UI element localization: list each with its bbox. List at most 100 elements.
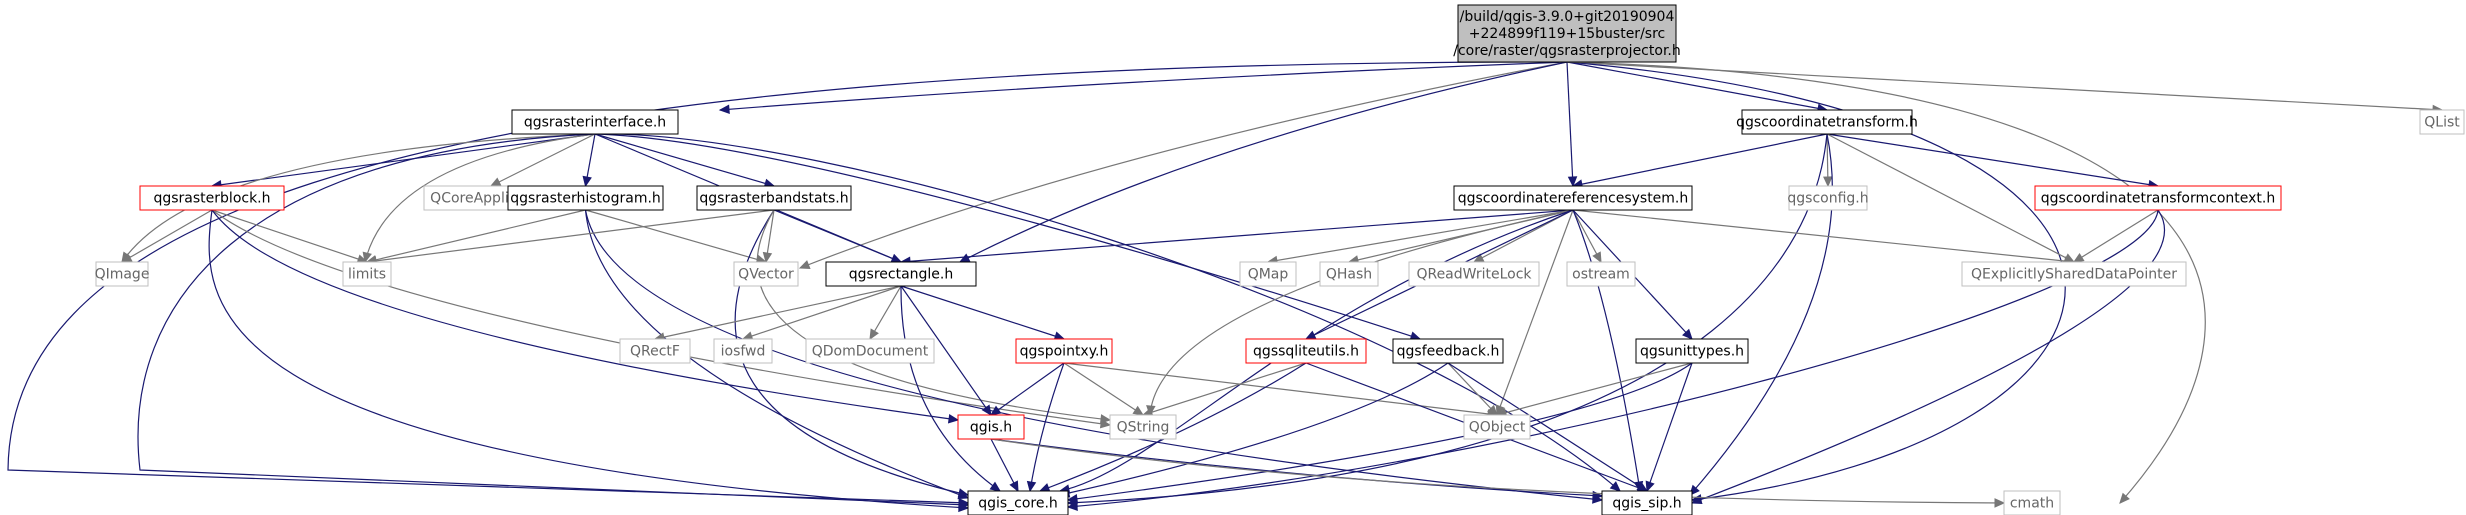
node-rasterband[interactable]: qgsrasterbandstats.h xyxy=(696,185,852,211)
node-qlist[interactable]: QList xyxy=(2419,109,2465,135)
node-qdomdoc[interactable]: QDomDocument xyxy=(805,338,935,364)
node-label: QRectF xyxy=(630,344,680,360)
edge-coordtransform-to-crs xyxy=(1572,133,1828,187)
node-box xyxy=(1408,261,1540,287)
edge-arrowhead xyxy=(2072,252,2085,263)
node-box xyxy=(2419,109,2465,135)
edge-crs-to-qshared xyxy=(1572,209,2075,263)
node-coordtransform[interactable]: qgscoordinatetransform.h xyxy=(1736,109,1918,135)
node-box xyxy=(1109,414,1177,440)
node-ctcontext[interactable]: qgscoordinatetransformcontext.h xyxy=(2034,185,2282,211)
node-label: qgscoordinatetransform.h xyxy=(1736,115,1918,131)
node-rect[interactable]: qgsrectangle.h xyxy=(825,261,977,287)
node-limits[interactable]: limits xyxy=(342,261,392,287)
node-box xyxy=(1601,490,1693,515)
node-box xyxy=(1961,261,2187,287)
node-qgiscore[interactable]: qgis_core.h xyxy=(967,490,1069,515)
node-rasterblock[interactable]: qgsrasterblock.h xyxy=(139,185,285,211)
node-label: qgsrasterinterface.h xyxy=(524,115,666,131)
node-box xyxy=(507,185,664,211)
node-box xyxy=(1463,414,1531,440)
dependency-nodes: /build/qgis-3.9.0+git20190904+224899f119… xyxy=(95,4,2465,515)
edge-qgish-to-cmath xyxy=(990,438,2005,504)
edge-arrowhead xyxy=(1495,404,1505,417)
edge-crs-to-qgiscore xyxy=(1059,209,1574,492)
node-label: qgssqliteutils.h xyxy=(1253,344,1359,360)
node-label: cmath xyxy=(2010,496,2054,512)
edge-coordtransform-to-qgissip xyxy=(1689,133,1833,496)
edge-rasterblock-to-qgiscore xyxy=(208,209,969,509)
node-qrectf[interactable]: QRectF xyxy=(619,338,691,364)
node-qvector[interactable]: QVector xyxy=(733,261,799,287)
edge-coordtransform-to-qshared xyxy=(1826,133,2075,263)
node-unittypes[interactable]: qgsunittypes.h xyxy=(1635,338,1749,364)
node-box xyxy=(95,261,149,287)
edge-unittypes-to-qgissip xyxy=(1646,362,1693,492)
edge-rasterband-to-rect xyxy=(773,209,902,263)
edge-arrowhead xyxy=(1487,404,1498,416)
node-box xyxy=(1457,4,1677,63)
node-cmath[interactable]: cmath xyxy=(2003,490,2061,515)
node-crs[interactable]: qgscoordinatereferencesystem.h xyxy=(1453,185,1693,211)
node-rasterhist[interactable]: qgsrasterhistogram.h xyxy=(507,185,664,211)
node-label: qgspointxy.h xyxy=(1020,344,1109,360)
node-pointxy[interactable]: qgspointxy.h xyxy=(1015,338,1113,364)
node-label: qgsconfig.h xyxy=(1787,191,1868,207)
node-qgsconfig[interactable]: qgsconfig.h xyxy=(1787,185,1869,211)
edge-rasterinterface-to-qimage xyxy=(121,133,596,263)
node-qgish[interactable]: qgis.h xyxy=(957,414,1025,440)
edge-arrowhead xyxy=(989,405,1002,416)
node-qmap[interactable]: QMap xyxy=(1239,261,1297,287)
edge-arrowhead xyxy=(1066,501,1078,511)
node-label: QMap xyxy=(1248,267,1289,283)
node-qhash[interactable]: QHash xyxy=(1319,261,1379,287)
node-sqlite[interactable]: qgssqliteutils.h xyxy=(1245,338,1367,364)
edge-arrowhead xyxy=(798,260,811,269)
edge-arrowhead xyxy=(1026,480,1037,493)
edge-rasterband-to-limits xyxy=(366,209,775,263)
edge-root-to-rect xyxy=(959,61,1568,263)
node-qshared[interactable]: QExplicitlySharedDataPointer xyxy=(1961,261,2187,287)
node-box xyxy=(967,490,1069,515)
node-label: qgscoordinatereferencesystem.h xyxy=(1458,191,1689,207)
node-qstring[interactable]: QString xyxy=(1109,414,1177,440)
node-label: qgsrectangle.h xyxy=(849,267,953,283)
edge-pointxy-to-qstring xyxy=(1063,362,1144,416)
edge-root-to-qvector xyxy=(799,61,1568,269)
node-label: /core/raster/qgsrasterprojector.h xyxy=(1453,43,1680,59)
node-qgissip[interactable]: qgis_sip.h xyxy=(1601,490,1693,515)
node-box xyxy=(511,109,679,135)
node-iosfwd[interactable]: iosfwd xyxy=(713,338,773,364)
node-box xyxy=(733,261,799,287)
node-label: QObject xyxy=(1469,420,1526,436)
node-rasterinterface[interactable]: qgsrasterinterface.h xyxy=(511,109,679,135)
node-feedback[interactable]: qgsfeedback.h xyxy=(1392,338,1504,364)
edge-arrowhead xyxy=(1567,176,1578,188)
node-label: qgis_core.h xyxy=(978,496,1058,512)
node-label: QDomDocument xyxy=(812,344,929,360)
edge-qgish-to-qgissip xyxy=(990,438,1603,497)
node-label: QVector xyxy=(738,267,794,283)
node-label: qgsrasterbandstats.h xyxy=(699,191,848,207)
edge-rasterhist-to-limits xyxy=(366,209,586,263)
node-label: qgsfeedback.h xyxy=(1397,344,1500,360)
edge-rect-to-qrectf xyxy=(654,285,902,340)
edge-arrowhead xyxy=(1066,494,1079,504)
edge-arrowhead xyxy=(2119,492,2130,504)
node-ostream[interactable]: ostream xyxy=(1566,261,1636,287)
node-box xyxy=(1635,338,1749,364)
edge-arrowhead xyxy=(1636,481,1649,492)
node-qobject[interactable]: QObject xyxy=(1463,414,1531,440)
node-qimage[interactable]: QImage xyxy=(95,261,150,287)
edge-rect-to-iosfwd xyxy=(742,285,902,340)
node-box xyxy=(1015,338,1113,364)
edge-ctcontext-to-qgissip xyxy=(1691,209,2166,504)
edge-rasterinterface-to-limits xyxy=(364,133,596,263)
edge-arrowhead xyxy=(869,328,879,341)
node-box xyxy=(1319,261,1379,287)
edge-crs-to-qrwlock xyxy=(1473,209,1574,263)
edge-coordtransform-to-qgiscore xyxy=(1067,133,1828,504)
edge-arrowhead xyxy=(1592,251,1602,264)
node-qrwlock[interactable]: QReadWriteLock xyxy=(1408,261,1540,287)
node-label: qgis_sip.h xyxy=(1612,496,1681,512)
